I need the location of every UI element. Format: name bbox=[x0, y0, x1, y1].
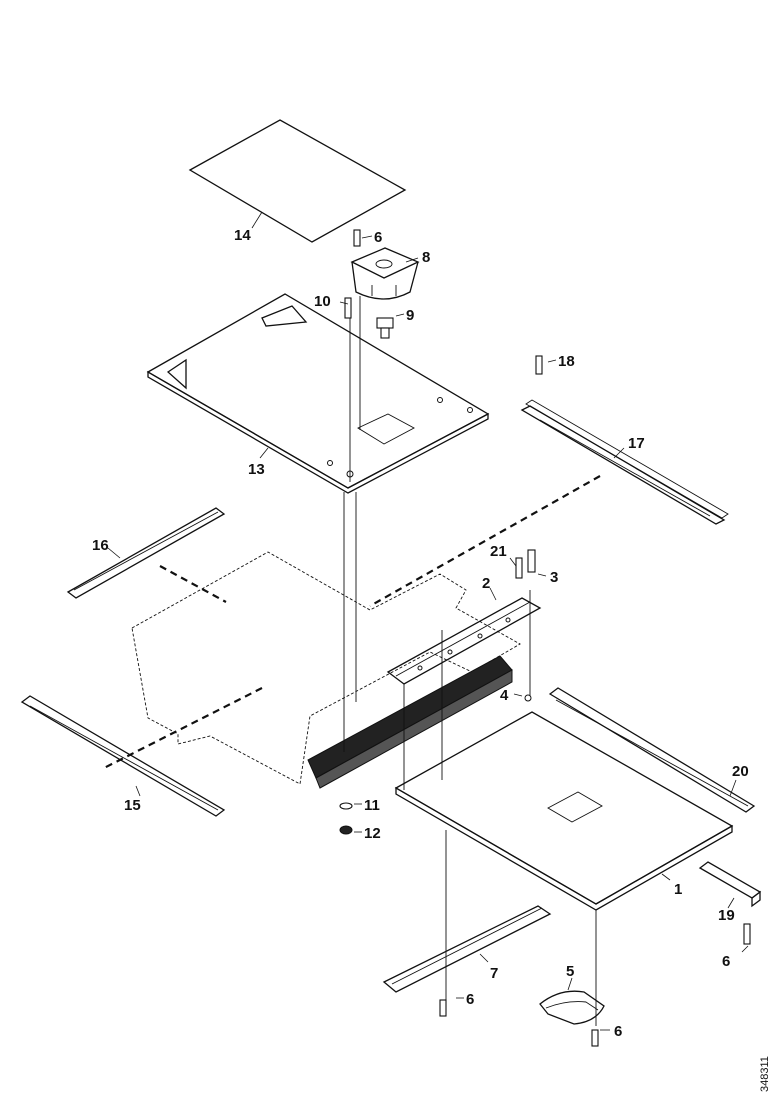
dark-mechanism bbox=[307, 655, 513, 789]
part-1-base-plate bbox=[394, 711, 734, 911]
part-15-rail bbox=[20, 695, 226, 817]
callout-18: 18 bbox=[558, 353, 575, 370]
callout-2: 2 bbox=[482, 575, 490, 592]
callout-13: 13 bbox=[248, 461, 265, 478]
leader-lines bbox=[107, 211, 749, 1031]
callout-16: 16 bbox=[92, 537, 109, 554]
callout-11: 11 bbox=[364, 797, 380, 814]
callout-8: 8 bbox=[422, 249, 430, 266]
callout-5: 5 bbox=[566, 963, 574, 980]
callout-19: 19 bbox=[718, 907, 735, 924]
callout-21: 21 bbox=[490, 543, 507, 560]
callout-15: 15 bbox=[124, 797, 141, 814]
callout-6-right: 6 bbox=[722, 953, 730, 970]
callout-20: 20 bbox=[732, 763, 749, 780]
part-8-bracket bbox=[350, 247, 420, 300]
fasteners bbox=[339, 229, 751, 1047]
alignment-lines bbox=[343, 296, 597, 1026]
callout-17: 17 bbox=[628, 435, 645, 452]
part-19-bracket bbox=[698, 861, 762, 908]
part-13-upper-plate bbox=[146, 293, 490, 494]
callout-10: 10 bbox=[314, 293, 331, 310]
part-16-rail bbox=[66, 507, 226, 599]
callout-12: 12 bbox=[364, 825, 381, 842]
callout-4: 4 bbox=[500, 687, 509, 704]
part-20-rail bbox=[548, 687, 756, 813]
part-2-hinge-strip bbox=[386, 597, 542, 685]
callout-9: 9 bbox=[406, 307, 414, 324]
part-17-rail bbox=[520, 399, 729, 525]
middle-plate-outline bbox=[131, 551, 521, 785]
callout-6-bottom: 6 bbox=[614, 1023, 622, 1040]
callout-labels: 14 6 8 10 9 18 13 17 16 21 3 2 4 20 15 1… bbox=[92, 227, 749, 1040]
part-14-top-sheet bbox=[188, 119, 407, 243]
part-9-knob bbox=[376, 317, 394, 339]
callout-3: 3 bbox=[550, 569, 558, 586]
part-5-foot-pad bbox=[539, 990, 605, 1025]
figure-id: 348311 bbox=[759, 1056, 771, 1092]
callout-14: 14 bbox=[234, 227, 251, 244]
callout-7: 7 bbox=[490, 965, 498, 982]
callout-6-bottom-left: 6 bbox=[466, 991, 474, 1008]
callout-6-top: 6 bbox=[374, 229, 382, 246]
assembly-dashed-lines bbox=[103, 475, 601, 769]
callout-1: 1 bbox=[674, 881, 682, 898]
part-7-rail bbox=[382, 905, 552, 993]
